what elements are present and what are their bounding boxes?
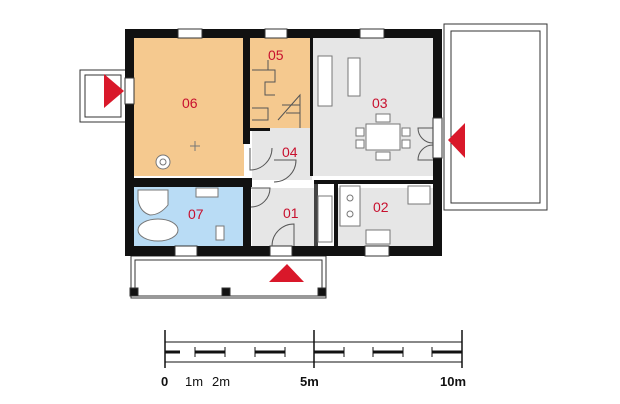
scale-bar: 0 1m 2m 5m 10m: [161, 330, 466, 389]
room-06-fill: [134, 38, 244, 176]
scale-label-1m: 1m: [185, 374, 203, 389]
entrance-arrow-icon: [269, 264, 304, 282]
room-label-04: 04: [282, 144, 298, 160]
staircase: [252, 60, 301, 128]
side-bay: [79, 69, 127, 123]
room-label-02: 02: [373, 199, 389, 215]
doors: [249, 127, 434, 247]
room-04-fill: [252, 128, 312, 180]
room-label-05: 05: [268, 47, 284, 63]
room-label-01: 01: [283, 205, 299, 221]
window-arrow-icon: [104, 74, 124, 108]
terrace-arrow-icon: [448, 123, 465, 158]
porch-post: [129, 287, 139, 297]
room-label-03: 03: [372, 95, 388, 111]
kitchen-furniture: [317, 185, 431, 245]
room-label-06: 06: [182, 95, 198, 111]
scale-label-5m: 5m: [300, 374, 319, 389]
interior-walls: [134, 38, 433, 246]
scale-label-2m: 2m: [212, 374, 230, 389]
bedroom-furniture: [155, 141, 200, 170]
windows: [124, 28, 443, 257]
scale-label-10m: 10m: [440, 374, 466, 389]
terrace: [443, 23, 548, 211]
scale-label-0: 0: [161, 374, 168, 389]
bathroom-furniture: [137, 187, 225, 242]
living-furniture: [317, 55, 411, 161]
porch-post: [221, 287, 231, 297]
porch-post: [317, 287, 327, 297]
room-01-fill: [252, 188, 314, 246]
room-label-07: 07: [188, 206, 204, 222]
